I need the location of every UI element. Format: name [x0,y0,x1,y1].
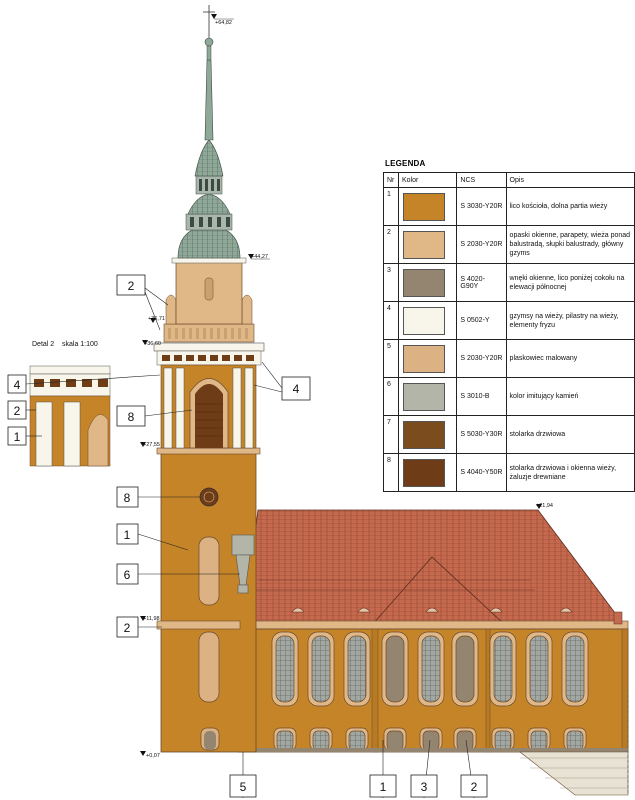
stone-ornament [231,534,255,594]
callout-bottom-2: 2 [471,780,478,794]
nave-roof [242,509,625,626]
legend-row-nr: 2 [383,225,399,264]
elev-belfry: +36,60 [144,341,161,347]
elev-eaves: +11,98 [143,616,160,622]
legend-row-desc: plaskowiec malowany [505,339,635,378]
callout-bottom-3: 3 [421,780,428,794]
color-swatch [402,420,445,449]
color-swatch [402,306,445,335]
callout-bottom-5: 5 [240,780,247,794]
legend-row-swatch [397,377,458,416]
legend-row-nr: 6 [383,377,399,416]
legend-row-swatch [397,415,458,454]
callout-detail-2: 2 [14,404,21,418]
callout-bottom-1: 1 [380,780,387,794]
elev-tower-top: +27,55 [143,442,160,448]
color-swatch [402,382,445,411]
nave-lower-windows [273,727,587,751]
legend-row-ncs: S 3010-B [456,377,507,416]
legend-row-desc: kolor imitujący kamień [505,377,635,416]
legend-row-swatch [397,301,458,340]
legend-header-desc: Opis [505,172,635,188]
callout-belfry-door: 8 [128,410,135,424]
legend-row-nr: 8 [383,453,399,492]
callout-cornice: 2 [124,621,131,635]
callout-oculus: 8 [124,491,131,505]
belfry [153,342,265,449]
legend-row-desc: stolarka drzwiowa [505,415,635,454]
elev-ground: +0,07 [146,753,160,759]
legend-row-desc: wnęki okienne, lico poniżej cokołu na el… [505,263,635,302]
callout-detail-1: 1 [14,430,21,444]
balustrade [163,294,255,343]
legend-row-desc: gzymsy na wieży, pilastry na wieży, elem… [505,301,635,340]
legend-row-desc: stolarka drzwiowa i okienna wieży, żaluz… [505,453,635,492]
plinth-terrain [519,751,629,796]
legend-row-ncs: S 2030-Y20R [456,339,507,378]
nave [237,509,629,796]
tower [153,5,265,753]
callout-tower-wall: 1 [124,528,131,542]
tower-window [198,536,220,606]
legend-row-nr: 4 [383,301,399,340]
roof-dormers [291,607,573,613]
color-swatch [402,230,445,259]
color-swatch [402,458,445,487]
color-swatch [402,268,445,297]
tower-oculus [199,487,219,507]
detail-2: Detal 2 skala 1:100 [29,341,111,467]
elev-top: +64,82 [215,20,232,26]
legend-row-ncs: S 5030-Y30R [456,415,507,454]
callout-stone: 6 [124,568,131,582]
legend-row-ncs: S 4020-G90Y [456,263,507,302]
callout-belfry-right: 4 [293,382,300,396]
nave-upper-windows [271,631,589,707]
legend-row-nr: 3 [383,263,399,302]
legend-title: LEGENDA [385,159,426,168]
legend-header-nr: Nr [383,172,399,188]
elev-spire-base: +44,27 [251,254,268,260]
legend-row-ncs: S 4040-Y50R [456,453,507,492]
legend-header-color: Kolor [397,172,458,188]
callout-spire: 2 [128,279,135,293]
nave-cornice [237,620,629,630]
color-swatch [402,344,445,373]
legend-header-ncs: NCS [456,172,507,188]
legend-row-swatch [397,187,458,226]
legend-row-ncs: S 0502-Y [456,301,507,340]
elev-ridge: +21,94 [536,503,553,509]
legend-row-nr: 1 [383,187,399,226]
callout-detail-4: 4 [14,378,21,392]
legend-row-nr: 7 [383,415,399,454]
legend-row-swatch [397,225,458,264]
detail-scale: skala 1:100 [62,341,98,348]
elev-lantern: +36,71 [148,316,165,322]
legend-row-swatch [397,263,458,302]
legend-row-ncs: S 3030-Y20R [456,187,507,226]
legend-row-desc: lico kościoła, dolna partia wieży [505,187,635,226]
legend-row-swatch [397,453,458,492]
legend-row-swatch [397,339,458,378]
legend-row-ncs: S 2030-Y20R [456,225,507,264]
legend-row-nr: 5 [383,339,399,378]
legend-row-desc: opaski okienne, parapety, wieża ponad ba… [505,225,635,264]
detail-title: Detal 2 [32,341,54,348]
spire [177,5,241,259]
color-swatch [402,192,445,221]
